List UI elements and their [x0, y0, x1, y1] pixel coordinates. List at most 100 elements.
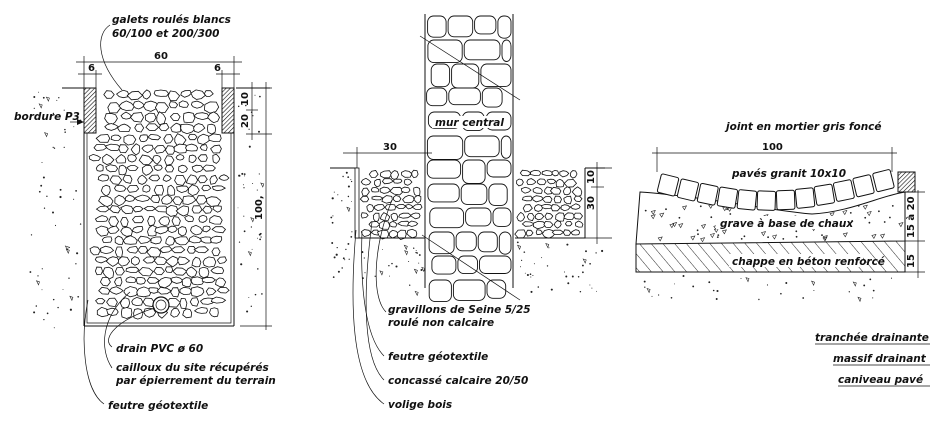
gravel-dot	[889, 216, 891, 219]
stone	[190, 276, 205, 286]
stone	[209, 307, 219, 318]
stone	[413, 186, 421, 197]
stone	[191, 205, 203, 214]
stone	[569, 170, 578, 179]
edge-block	[897, 171, 916, 193]
stone	[157, 276, 173, 289]
stone	[153, 164, 163, 171]
stone	[532, 186, 543, 194]
soil-grain	[517, 244, 521, 251]
stone	[371, 195, 384, 201]
soil-dot	[35, 305, 38, 307]
geotextile-line	[86, 133, 232, 324]
stone	[109, 205, 121, 214]
wall-stone	[486, 279, 507, 299]
soil-dot	[579, 290, 582, 293]
stone	[167, 90, 181, 101]
stone	[147, 215, 156, 227]
stone	[185, 143, 199, 152]
stone	[119, 297, 131, 309]
soil-dot	[601, 249, 604, 253]
stone	[514, 229, 527, 239]
stone	[156, 111, 167, 126]
soil-dot	[75, 263, 77, 265]
soil-dot	[341, 200, 343, 202]
legend-item-gutter: caniveau pavé	[838, 374, 923, 386]
stone	[411, 203, 423, 210]
label-gravillons-1: gravillons de Seine 5/25	[388, 304, 531, 316]
stone	[563, 195, 572, 205]
stone	[180, 123, 197, 135]
soil-dot	[73, 126, 75, 128]
soil-dot	[53, 147, 56, 149]
stone	[126, 245, 139, 254]
stone	[146, 246, 162, 258]
stone	[199, 144, 208, 152]
stone	[131, 226, 144, 234]
stone	[145, 123, 160, 132]
stone	[540, 203, 554, 210]
stone	[190, 100, 205, 109]
wall-stone	[428, 279, 452, 303]
stone	[553, 195, 562, 204]
soil-dot	[345, 171, 348, 174]
stone	[175, 154, 185, 161]
stone	[405, 203, 414, 210]
stone	[103, 90, 115, 99]
stone	[104, 143, 122, 151]
gravel-grain	[659, 212, 665, 218]
soil-dot	[566, 243, 569, 246]
gravel-dot	[717, 234, 720, 237]
soil-dot	[342, 175, 344, 178]
soil-dot	[521, 259, 523, 261]
soil-dot	[46, 312, 49, 315]
wall-stone	[477, 231, 498, 253]
wall-stone	[465, 207, 492, 227]
stone	[201, 184, 212, 192]
stone	[202, 164, 216, 172]
drain-pipe-inner	[155, 299, 167, 311]
wall-stone	[426, 135, 464, 160]
soil-dot	[38, 91, 40, 93]
stone	[535, 229, 543, 236]
paver	[756, 190, 777, 211]
gravel-dot	[729, 213, 732, 215]
soil-dot	[52, 146, 54, 149]
wall-stone	[451, 63, 480, 89]
stone	[173, 236, 190, 246]
stone	[366, 203, 375, 213]
stone	[392, 194, 402, 203]
stone	[174, 174, 187, 186]
stone	[116, 123, 131, 133]
stone	[389, 221, 398, 228]
soil-dot	[68, 277, 70, 279]
soil-dot	[239, 175, 241, 177]
stone	[98, 195, 114, 208]
wall-stone	[455, 231, 477, 252]
stone	[89, 246, 101, 256]
soil-dot	[254, 293, 257, 296]
legend-item-trench: tranchée drainante	[815, 332, 929, 344]
soil-dot	[40, 184, 43, 187]
stone	[381, 195, 393, 204]
stone	[519, 169, 532, 177]
soil-grain	[404, 250, 409, 256]
gravel-dot	[697, 233, 699, 236]
soil-dot	[563, 271, 566, 273]
soil-dot	[591, 287, 593, 289]
stone	[129, 112, 144, 123]
label-gravillons-2: roulé non calcaire	[388, 317, 494, 329]
soil-dot	[243, 187, 245, 189]
soil-dot	[388, 264, 390, 267]
soil-dot	[251, 248, 253, 250]
soil-dot	[567, 282, 570, 285]
dim-30-label: 30	[383, 142, 397, 153]
soil-grain	[852, 281, 857, 287]
label-bg	[716, 216, 842, 229]
stone	[541, 196, 553, 203]
stone	[153, 266, 165, 276]
stone	[177, 226, 188, 237]
stone	[210, 266, 225, 275]
soil-dot	[418, 262, 420, 264]
stone	[153, 256, 169, 266]
